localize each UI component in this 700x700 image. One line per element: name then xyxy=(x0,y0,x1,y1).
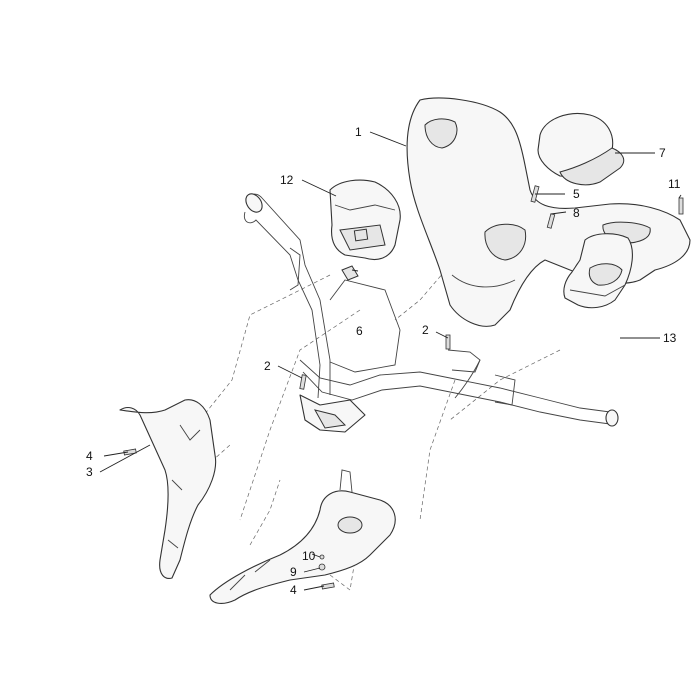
callout-labels: 1 2 2 3 4 4 5 6 7 8 9 10 11 12 13 xyxy=(86,125,681,597)
callout-5: 5 xyxy=(573,187,580,201)
callout-9: 9 xyxy=(290,565,297,579)
part-12-left-switch-housing xyxy=(329,179,401,261)
callout-13: 13 xyxy=(663,331,677,345)
part-7-cover-cap xyxy=(537,112,625,186)
callout-6: 6 xyxy=(356,324,363,338)
callout-10: 10 xyxy=(302,549,316,563)
part-13-right-switch-housing xyxy=(563,233,633,309)
callout-7: 7 xyxy=(659,146,666,160)
callout-3: 3 xyxy=(86,465,93,479)
callout-12: 12 xyxy=(280,173,294,187)
callout-2-upper: 2 xyxy=(422,323,429,337)
handlebar-frame xyxy=(243,193,619,433)
leader-lines xyxy=(99,131,682,591)
callout-4-lower: 4 xyxy=(290,583,297,597)
fasteners xyxy=(123,185,684,590)
callout-8: 8 xyxy=(573,206,580,220)
callout-11: 11 xyxy=(668,177,681,191)
callout-1: 1 xyxy=(355,125,362,139)
part-3-front-lower-shield xyxy=(119,399,217,579)
callout-2-left: 2 xyxy=(264,359,271,373)
callout-4-upper: 4 xyxy=(86,449,93,463)
lower-frame-cover xyxy=(209,469,396,604)
